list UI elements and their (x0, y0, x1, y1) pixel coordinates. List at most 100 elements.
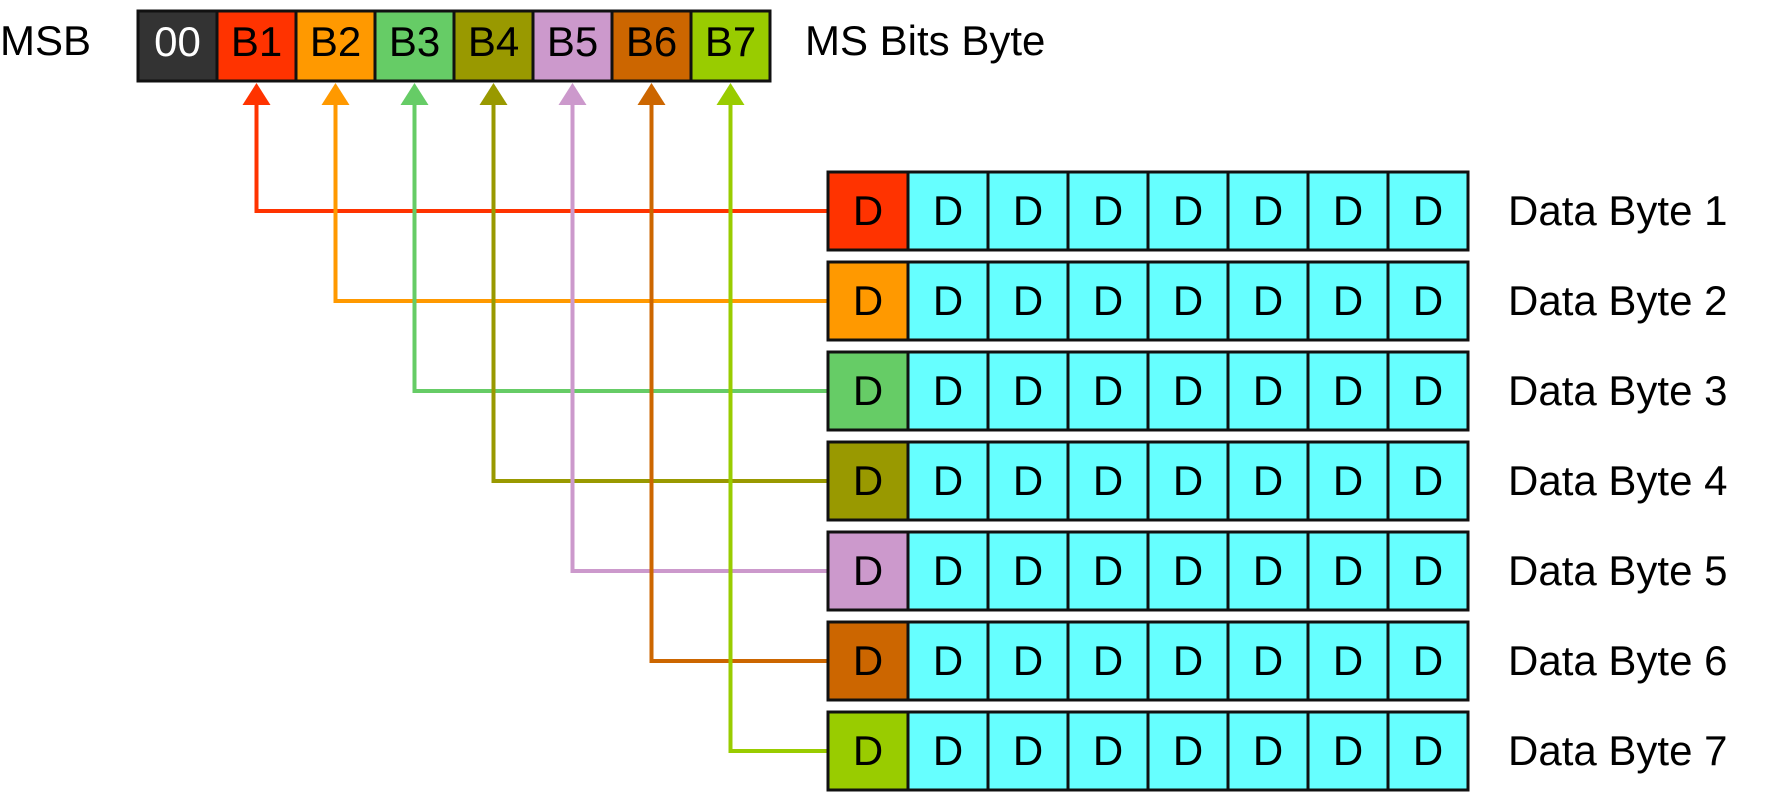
data-cell (1066, 530, 1150, 612)
data-cell-text: D (1333, 457, 1363, 504)
data-cell-text: D (1093, 367, 1123, 414)
data-byte-label: Data Byte 1 (1508, 187, 1727, 234)
data-cell-text: D (1413, 457, 1443, 504)
data-cell (1306, 710, 1390, 792)
data-cell-text: D (1173, 547, 1203, 594)
data-cell-text: D (1333, 367, 1363, 414)
data-cell (1306, 440, 1390, 522)
data-cell-text: D (1253, 637, 1283, 684)
ms-bit-cell-b1: B1 (215, 9, 298, 83)
data-cell-text: D (933, 727, 963, 774)
data-cell (1306, 260, 1390, 342)
data-byte-label: Data Byte 3 (1508, 367, 1727, 414)
connector-line (728, 101, 828, 753)
data-cell (1306, 170, 1390, 252)
data-cell (1066, 710, 1150, 792)
data-cell (1226, 530, 1310, 612)
data-cell (1146, 710, 1230, 792)
data-cell (1226, 350, 1310, 432)
data-byte-label: Data Byte 7 (1508, 727, 1727, 774)
data-cell-text: D (933, 367, 963, 414)
data-cell-text: D (1093, 547, 1123, 594)
data-cell-text: D (853, 187, 883, 234)
data-cell (906, 710, 990, 792)
data-cell-text: D (1013, 547, 1043, 594)
arrowhead-icon (716, 83, 745, 105)
data-cell-text: D (853, 367, 883, 414)
data-cell-text: D (1013, 187, 1043, 234)
arrowhead-icon (242, 83, 271, 105)
data-cell-text: D (1253, 547, 1283, 594)
ms-bit-cell-box (294, 9, 377, 83)
ms-bit-cell-box (531, 9, 614, 83)
data-cell (1226, 260, 1310, 342)
data-cell-text: D (1093, 637, 1123, 684)
data-cell-text: D (853, 637, 883, 684)
data-cell-text: D (1333, 277, 1363, 324)
data-cell (1386, 170, 1470, 252)
connector-b5 (558, 83, 828, 573)
data-cell-text: D (853, 277, 883, 324)
data-byte-label: Data Byte 4 (1508, 457, 1727, 504)
data-cell-text: D (933, 637, 963, 684)
data-byte-label: Data Byte 6 (1508, 637, 1727, 684)
data-cell (906, 170, 990, 252)
data-cell-text: D (1253, 457, 1283, 504)
ms-bit-cell-text: B7 (705, 18, 756, 65)
data-cell (1386, 710, 1470, 792)
data-cell-mapped (826, 260, 910, 342)
arrowhead-icon (558, 83, 587, 105)
data-cell (1146, 260, 1230, 342)
connector-line (649, 101, 828, 663)
ms-bit-cell-b3: B3 (373, 9, 456, 83)
data-cell-text: D (1173, 367, 1203, 414)
data-cell (1386, 620, 1470, 702)
data-cell (1226, 620, 1310, 702)
data-byte-row-3: D D D D D D D D Data Byte 3 (826, 350, 1727, 432)
data-cell-text: D (1413, 547, 1443, 594)
data-cell-text: D (853, 457, 883, 504)
connector-b1 (242, 83, 828, 213)
ms-bit-cell-b2: B2 (294, 9, 377, 83)
data-cell (1226, 440, 1310, 522)
data-cell (1146, 530, 1230, 612)
data-cell-text: D (1413, 367, 1443, 414)
ms-bit-cell-text: B3 (389, 18, 440, 65)
connector-lines (242, 83, 828, 753)
ms-bit-cell-text: 00 (154, 18, 201, 65)
data-cell-text: D (1413, 187, 1443, 234)
ms-bit-cell-text: B2 (310, 18, 361, 65)
data-cell-text: D (1333, 187, 1363, 234)
data-cell (986, 350, 1070, 432)
connector-b3 (400, 83, 828, 393)
data-cell (1386, 530, 1470, 612)
ms-bit-cell-b5: B5 (531, 9, 614, 83)
ms-bit-cell-text: B4 (468, 18, 519, 65)
data-cell-text: D (1013, 637, 1043, 684)
data-cell-text: D (1173, 457, 1203, 504)
data-cell (1386, 440, 1470, 522)
data-cell (1146, 620, 1230, 702)
data-cell-text: D (1333, 727, 1363, 774)
ms-bit-cell-text: B5 (547, 18, 598, 65)
connector-b4 (479, 83, 828, 483)
data-cell-text: D (1173, 187, 1203, 234)
data-cell-text: D (1013, 367, 1043, 414)
data-cell-text: D (1093, 187, 1123, 234)
ms-bit-cell-b6: B6 (610, 9, 693, 83)
data-cell-text: D (1253, 367, 1283, 414)
data-cell (986, 170, 1070, 252)
data-cell (1386, 260, 1470, 342)
data-cell (906, 350, 990, 432)
ms-bit-cell-text: B6 (626, 18, 677, 65)
data-cell-text: D (933, 187, 963, 234)
data-cell-text: D (1093, 277, 1123, 324)
data-cell (1306, 350, 1390, 432)
data-cell-text: D (1253, 727, 1283, 774)
data-cell-text: D (1013, 457, 1043, 504)
